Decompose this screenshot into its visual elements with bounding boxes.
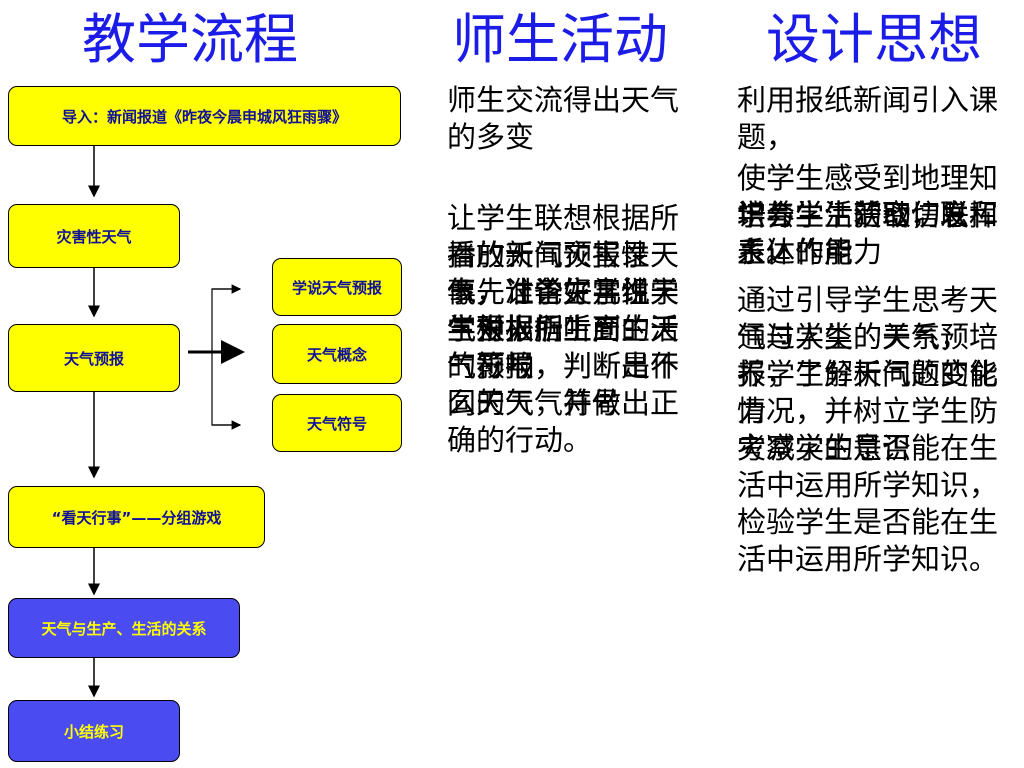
activity-text-layer: 让学生联想根据所看的新闻灾害性天气，讨论灾害性天气对人们生产生活的影响 <box>447 201 680 383</box>
flow-box-summary-practice: 小结练习 <box>8 700 180 762</box>
design-text-layer: 考察学生是否能在生活中运用所学知识，检验学生是否能在生活中运用所学知识。 <box>737 431 999 576</box>
header-design-idea: 设计思想 <box>766 8 982 71</box>
flow-box-intro: 导入：新闻报道《昨夜今晨申城风狂雨骤》 <box>8 86 401 146</box>
header-teacher-student-activity: 师生活动 <box>452 8 668 71</box>
design-text-layer: 学会学生活动，发挥主体作用 <box>737 198 999 269</box>
activity-text-layer: 事先准备好几组学生根据所听到的天气预报，判断出不同的天气符号 <box>447 275 680 420</box>
activity-overlapping-texts: 让学生联想根据所看的新闻灾害性天气，讨论灾害性天气对人们生产生活的影响 播放天气… <box>447 200 691 760</box>
design-overlapping-texts-a: 培养学生获取信息和表达的能力 学会学生活动，发挥主体作用 <box>737 197 1017 277</box>
flow-box-disaster-weather: 灾害性天气 <box>8 204 180 268</box>
design-text-intro: 利用报纸新闻引入课题， <box>737 83 999 154</box>
design-overlapping-texts-b: 通过引导学生思考天气与人类的关系，培养学生分析问题的能力 通过学生的天气预报，了… <box>737 282 1017 602</box>
design-text-layer: 通过学生的天气预报，了解天气的变化情况，并树立学生防灾减灾的意识 <box>737 320 999 465</box>
branch-bracket <box>211 288 240 426</box>
design-text-life-connection: 使学生感受到地理知识与生活的密切联系。 <box>737 161 999 269</box>
branch-box-weather-concept: 天气概念 <box>272 324 402 384</box>
flow-box-weather-life-relation: 天气与生产、生活的关系 <box>8 598 240 658</box>
activity-text-intro: 师生交流得出天气的多变 <box>447 83 680 154</box>
branch-box-weather-symbols: 天气符号 <box>272 394 402 452</box>
flow-box-group-game: “看天行事”——分组游戏 <box>8 486 265 548</box>
branch-box-learn-forecast: 学说天气预报 <box>272 258 402 316</box>
flow-box-weather-forecast: 天气预报 <box>8 324 180 392</box>
activity-text-layer: 学生根据上面的天气符号，判断是什么天气，并做出正确的行动。 <box>447 312 680 457</box>
design-text-layer: 通过引导学生思考天气与人类的关系，培养学生分析问题的能力 <box>737 283 999 428</box>
header-teaching-flow: 教学流程 <box>82 8 298 71</box>
activity-text-layer: 播放天气预报录像，让学生学说天气预报 <box>447 238 680 346</box>
design-text-layer: 培养学生获取信息和表达的能力 <box>737 198 999 269</box>
